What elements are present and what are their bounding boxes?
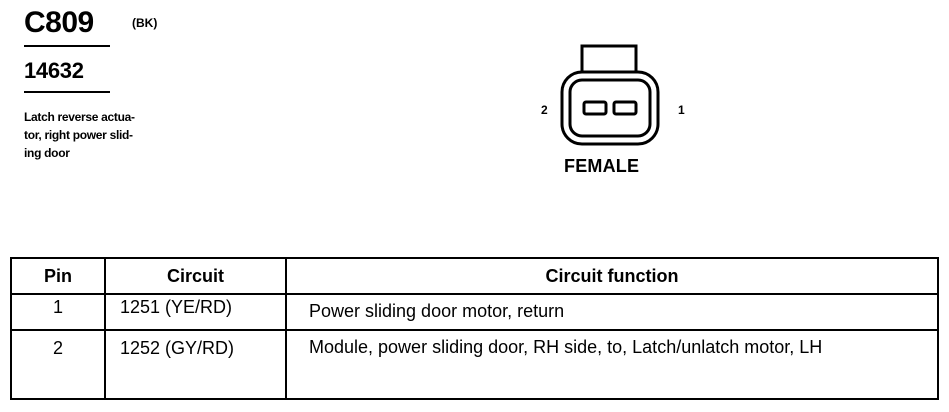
cell-pin: 2 (10, 329, 106, 400)
pin-label-1: 1 (678, 103, 685, 117)
pin-cavity-2 (582, 100, 608, 116)
part-number: 14632 (24, 58, 84, 83)
connector-housing-inner (568, 78, 652, 138)
table-header-row: Pin Circuit Circuit function (10, 257, 939, 295)
header-circuit: Circuit (104, 257, 287, 295)
pin-table: Pin Circuit Circuit function 1 1251 (YE/… (10, 257, 939, 400)
connector-gender: FEMALE (564, 156, 640, 176)
cell-circuit: 1252 (GY/RD) (104, 329, 287, 400)
table-row: 1 1251 (YE/RD) Power sliding door motor,… (10, 293, 939, 331)
pin-label-2: 2 (541, 103, 548, 117)
cell-function: Module, power sliding door, RH side, to,… (285, 329, 939, 400)
header-pin: Pin (10, 257, 106, 295)
connector-face-diagram (560, 44, 660, 146)
cell-pin: 1 (10, 293, 106, 331)
pin-cavity-1 (612, 100, 638, 116)
cell-function: Power sliding door motor, return (285, 293, 939, 331)
cell-circuit: 1251 (YE/RD) (104, 293, 287, 331)
divider-top (24, 45, 110, 47)
description-line: ing door (24, 146, 70, 160)
connector-id: C809 (24, 6, 94, 39)
description-line: Latch reverse actua- (24, 110, 135, 124)
table-row: 2 1252 (GY/RD) Module, power sliding doo… (10, 329, 939, 400)
header-circuit-function: Circuit function (285, 257, 939, 295)
description-line: tor, right power slid- (24, 128, 133, 142)
divider-bottom (24, 91, 110, 93)
connector-description: Latch reverse actua- tor, right power sl… (24, 108, 204, 162)
connector-color: (BK) (132, 16, 158, 30)
